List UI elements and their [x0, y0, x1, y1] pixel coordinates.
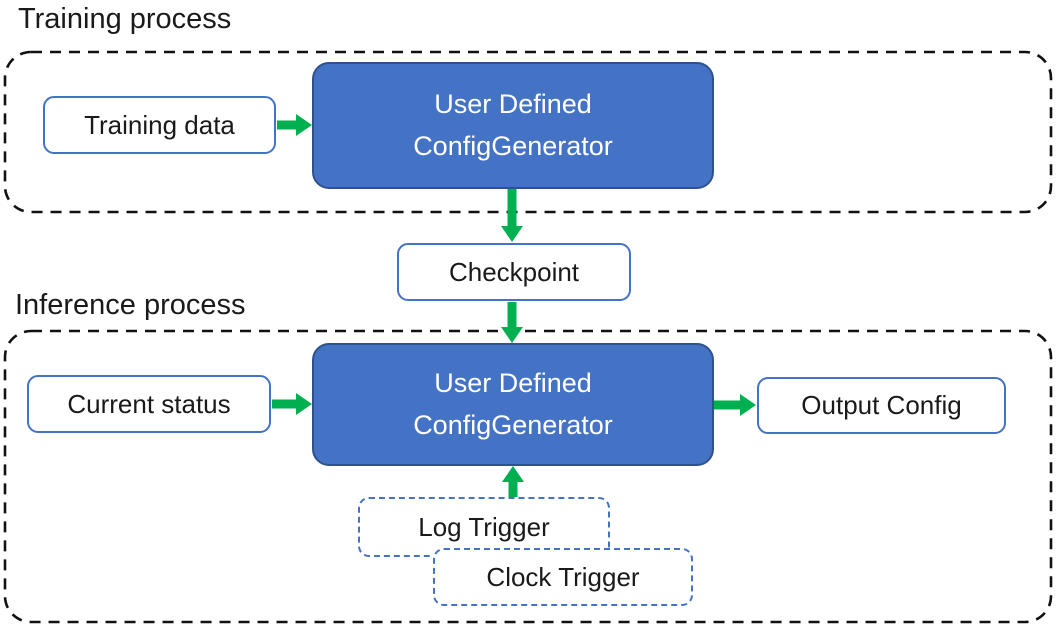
training-data-label: Training data — [84, 109, 235, 140]
training-data-box: Training data — [43, 96, 276, 154]
arrow-checkpoint-to-generator — [501, 302, 523, 343]
output-config-box: Output Config — [757, 377, 1006, 434]
arrow-trainingdata-to-generator — [277, 114, 312, 136]
output-config-label: Output Config — [801, 390, 962, 420]
checkpoint-box: Checkpoint — [397, 243, 631, 301]
training-process-label: Training process — [18, 3, 232, 35]
arrow-generator-to-checkpoint — [501, 189, 523, 242]
arrow-currentstatus-to-generator — [272, 393, 312, 415]
training-config-generator-line1: User Defined — [434, 88, 592, 119]
clock-trigger-box: Clock Trigger — [433, 548, 693, 606]
arrow-generator-to-outputconfig — [714, 394, 756, 416]
log-trigger-label: Log Trigger — [418, 511, 550, 542]
inference-process-label: Inference process — [15, 289, 246, 321]
inference-container-outline — [3, 329, 1053, 624]
inference-config-generator-line2: ConfigGenerator — [413, 409, 613, 440]
checkpoint-label: Checkpoint — [448, 256, 580, 287]
inference-config-generator-line1: User Defined — [434, 367, 592, 398]
training-container-outline — [3, 50, 1053, 214]
arrow-logtrigger-to-generator — [502, 466, 524, 497]
current-status-label: Current status — [67, 388, 231, 419]
inference-config-generator-box: User Defined ConfigGenerator — [312, 343, 714, 466]
training-config-generator-line2: ConfigGenerator — [413, 130, 613, 161]
clock-trigger-label: Clock Trigger — [486, 561, 640, 592]
training-config-generator-box: User Defined ConfigGenerator — [312, 62, 714, 189]
current-status-box: Current status — [27, 375, 271, 433]
